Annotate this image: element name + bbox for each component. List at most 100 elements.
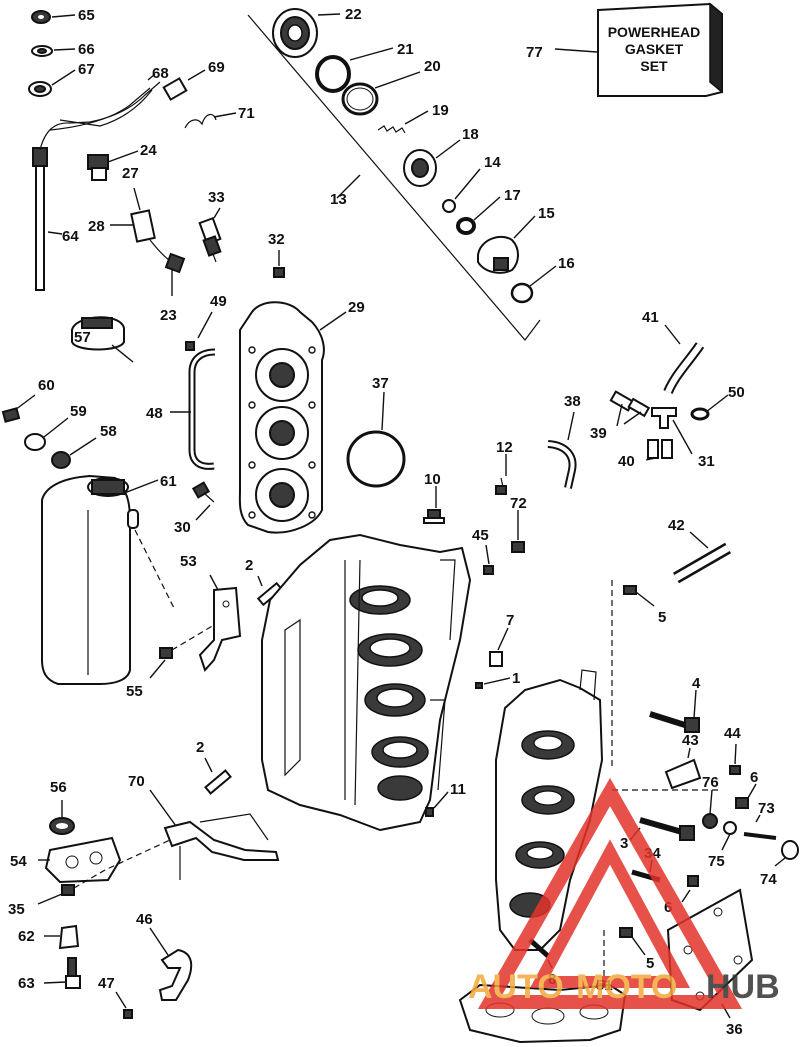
callout-6a: 6 — [750, 769, 758, 786]
pin-8 — [528, 938, 550, 958]
plate-43 — [664, 758, 702, 790]
gasket-box-line1: POWERHEAD — [608, 24, 701, 40]
tee-fittings-31-39-40 — [609, 390, 729, 461]
oil-cap-57 — [71, 316, 134, 363]
temperature-sensor-wire — [32, 73, 161, 291]
screws-6-44-73-74-75-76 — [702, 743, 799, 867]
sensor-27-28 — [110, 187, 186, 296]
callout-2b: 2 — [196, 739, 204, 756]
fittings-5 — [619, 585, 655, 956]
callout-17: 17 — [504, 187, 521, 204]
callout-7: 7 — [506, 612, 514, 629]
callout-11: 11 — [450, 781, 466, 798]
automotohub-watermark: AUTO MOTO HUB — [468, 777, 780, 1009]
watermark-moto: MOTO — [576, 968, 677, 1006]
callout-37: 37 — [372, 375, 389, 392]
callout-23: 23 — [160, 307, 177, 324]
fasteners-58-59-60 — [1, 394, 97, 469]
clip-71 — [184, 112, 237, 129]
callout-43: 43 — [682, 732, 699, 749]
callout-1: 1 — [512, 670, 520, 687]
bracket-46 — [115, 927, 193, 1019]
callout-24: 24 — [140, 142, 157, 159]
oil-tank-61 — [41, 474, 176, 685]
callout-58: 58 — [100, 423, 117, 440]
callout-70: 70 — [128, 773, 145, 790]
callout-69: 69 — [208, 59, 225, 76]
callout-59: 59 — [70, 403, 87, 420]
callout-2a: 2 — [245, 557, 253, 574]
callout-76: 76 — [702, 774, 719, 791]
callout-5b: 5 — [646, 955, 654, 972]
callout-62: 62 — [18, 928, 35, 945]
callout-50: 50 — [728, 384, 745, 401]
intake-manifold — [495, 669, 604, 951]
connector-69 — [162, 69, 206, 101]
callout-61: 61 — [160, 473, 177, 490]
watermark-auto: AUTO — [468, 968, 564, 1006]
cylinder-head-cover-29 — [238, 301, 347, 534]
hose-48 — [170, 311, 216, 470]
callout-44: 44 — [724, 725, 741, 742]
callout-48: 48 — [146, 405, 163, 422]
callout-77: 77 — [526, 44, 543, 61]
spark-plug-33 — [198, 207, 222, 263]
callout-57: 57 — [74, 329, 91, 346]
callout-49: 49 — [210, 293, 227, 310]
gasket-box-line2: GASKET — [625, 41, 684, 57]
callout-15: 15 — [538, 205, 555, 222]
callout-29: 29 — [348, 299, 365, 316]
callout-31: 31 — [698, 453, 715, 470]
callout-13: 13 — [330, 191, 347, 208]
callout-64: 64 — [62, 228, 79, 245]
callout-72: 72 — [510, 495, 527, 512]
callout-47: 47 — [98, 975, 115, 992]
callout-63: 63 — [18, 975, 35, 992]
callout-36: 36 — [726, 1021, 743, 1038]
callout-20: 20 — [424, 58, 441, 75]
gasket-box-line3: SET — [640, 58, 668, 74]
plug-7 — [489, 651, 503, 667]
callout-55: 55 — [126, 683, 143, 700]
linkage-70 — [149, 789, 280, 880]
callout-66: 66 — [78, 41, 95, 58]
callout-45: 45 — [472, 527, 489, 544]
fittings-10-12-45-72 — [423, 454, 525, 575]
callout-39: 39 — [590, 425, 607, 442]
callout-73: 73 — [758, 800, 775, 817]
callout-68: 68 — [152, 65, 169, 82]
o-ring-37 — [346, 430, 406, 488]
callout-21: 21 — [397, 41, 414, 58]
callout-38: 38 — [564, 393, 581, 410]
callout-16: 16 — [558, 255, 575, 272]
callout-71: 71 — [238, 105, 255, 122]
callout-14: 14 — [484, 154, 501, 171]
screw-30 — [191, 481, 215, 521]
callout-60: 60 — [38, 377, 55, 394]
fitting-24 — [87, 150, 139, 181]
callout-67: 67 — [78, 61, 95, 78]
callout-74: 74 — [760, 871, 777, 888]
callout-46: 46 — [136, 911, 153, 928]
callout-33: 33 — [208, 189, 225, 206]
callout-75: 75 — [708, 853, 725, 870]
callout-3: 3 — [620, 835, 628, 852]
callout-30: 30 — [174, 519, 191, 536]
callout-18: 18 — [462, 126, 479, 143]
callout-labels: 65 66 67 68 69 71 24 27 28 64 23 33 32 2… — [8, 6, 777, 1038]
washers-65-66-67 — [28, 10, 76, 97]
callout-54: 54 — [10, 853, 27, 870]
dowel-pins-2 — [204, 575, 284, 795]
callout-27: 27 — [122, 165, 139, 182]
crankcase-block — [261, 533, 511, 832]
bolt-4 — [649, 689, 700, 733]
thermostat-assembly — [247, 8, 557, 341]
callout-10: 10 — [424, 471, 441, 488]
callout-56: 56 — [50, 779, 67, 796]
nut-32 — [273, 267, 285, 278]
callout-53: 53 — [180, 553, 197, 570]
gasket-set-box: POWERHEAD GASKET SET — [554, 2, 723, 97]
callout-4: 4 — [692, 675, 701, 692]
